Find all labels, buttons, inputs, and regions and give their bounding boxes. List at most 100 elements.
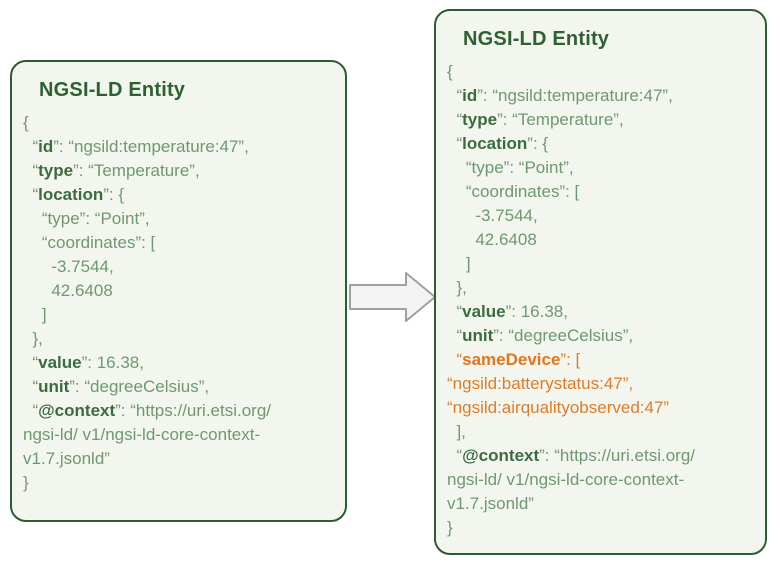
json-text: ] bbox=[23, 305, 47, 324]
json-text: “ngsild:batterystatus:47”, bbox=[447, 374, 634, 393]
json-code-block: { “id”: “ngsild:temperature:47”, “type”:… bbox=[447, 60, 755, 540]
json-text: “type”: “Point”, bbox=[23, 209, 150, 228]
json-text: 42.6408 bbox=[447, 230, 537, 249]
code-line: } bbox=[447, 516, 755, 540]
code-line: “sameDevice”: [ bbox=[447, 348, 755, 372]
json-key: location bbox=[462, 134, 528, 153]
code-line: v1.7.jsonld” bbox=[23, 447, 335, 471]
code-line: } bbox=[23, 471, 335, 495]
panel-title: NGSI-LD Entity bbox=[463, 28, 610, 50]
json-text: }, bbox=[447, 278, 467, 297]
json-text: “ bbox=[23, 353, 39, 372]
code-line: “unit”: “degreeCelsius”, bbox=[447, 324, 755, 348]
ngsi-ld-entity-card-right: NGSI-LD Entity { “id”: “ngsild:temperatu… bbox=[434, 9, 767, 555]
code-line: “ngsild:airqualityobserved:47” bbox=[447, 396, 755, 420]
code-line: -3.7544, bbox=[23, 255, 335, 279]
json-text: v1.7.jsonld” bbox=[447, 494, 534, 513]
json-key: value bbox=[462, 302, 506, 321]
json-key: value bbox=[38, 353, 82, 372]
json-text: “ bbox=[23, 377, 39, 396]
json-text: “ bbox=[447, 110, 463, 129]
json-text: ”: “ngsild:temperature:47”, bbox=[477, 86, 673, 105]
code-line: “value”: 16.38, bbox=[23, 351, 335, 375]
json-code-block: { “id”: “ngsild:temperature:47”, “type”:… bbox=[23, 111, 335, 495]
code-line: “unit”: “degreeCelsius”, bbox=[23, 375, 335, 399]
json-text: ”: “Temperature”, bbox=[73, 161, 200, 180]
json-text: v1.7.jsonld” bbox=[23, 449, 110, 468]
code-line: }, bbox=[447, 276, 755, 300]
json-text: ] bbox=[447, 254, 471, 273]
json-text: “ bbox=[23, 401, 39, 420]
code-line: “location”: { bbox=[23, 183, 335, 207]
json-text: -3.7544, bbox=[447, 206, 538, 225]
code-line: “type”: “Point”, bbox=[447, 156, 755, 180]
json-text: }, bbox=[23, 329, 43, 348]
json-key: @context bbox=[462, 446, 540, 465]
json-text: “coordinates”: [ bbox=[447, 182, 580, 201]
json-text: “ bbox=[447, 86, 463, 105]
panel-title: NGSI-LD Entity bbox=[39, 79, 186, 101]
code-line: “@context”: “https://uri.etsi.org/ bbox=[447, 444, 755, 468]
code-line: ngsi-ld/ v1/ngsi-ld-core-context- bbox=[23, 423, 335, 447]
code-line: “type”: “Temperature”, bbox=[447, 108, 755, 132]
json-text: ”: “degreeCelsius”, bbox=[493, 326, 634, 345]
json-key: type bbox=[462, 110, 498, 129]
json-text: ngsi-ld/ v1/ngsi-ld-core-context- bbox=[447, 470, 685, 489]
json-text: ”: [ bbox=[560, 350, 581, 369]
json-text: ”: 16.38, bbox=[505, 302, 568, 321]
json-text: ”: “Temperature”, bbox=[497, 110, 624, 129]
json-text: ”: “degreeCelsius”, bbox=[69, 377, 210, 396]
code-line: “location”: { bbox=[447, 132, 755, 156]
transform-arrow-icon bbox=[349, 271, 437, 323]
code-line: 42.6408 bbox=[447, 228, 755, 252]
json-text: ”: { bbox=[527, 134, 549, 153]
code-line: “value”: 16.38, bbox=[447, 300, 755, 324]
json-text: “ bbox=[23, 137, 39, 156]
code-line: ] bbox=[23, 303, 335, 327]
code-line: “ngsild:batterystatus:47”, bbox=[447, 372, 755, 396]
code-line: ngsi-ld/ v1/ngsi-ld-core-context- bbox=[447, 468, 755, 492]
json-text: ”: “https://uri.etsi.org/ bbox=[115, 401, 272, 420]
json-text: { bbox=[23, 113, 29, 132]
json-text: “ bbox=[23, 161, 39, 180]
code-line: 42.6408 bbox=[23, 279, 335, 303]
json-text: “ bbox=[447, 302, 463, 321]
code-line: -3.7544, bbox=[447, 204, 755, 228]
json-text: 42.6408 bbox=[23, 281, 113, 300]
json-text: ”: “ngsild:temperature:47”, bbox=[53, 137, 249, 156]
code-line: “id”: “ngsild:temperature:47”, bbox=[23, 135, 335, 159]
json-key: unit bbox=[462, 326, 494, 345]
json-text: ”: { bbox=[103, 185, 125, 204]
json-text: “ngsild:airqualityobserved:47” bbox=[447, 398, 670, 417]
json-key: id bbox=[38, 137, 54, 156]
json-text: } bbox=[447, 518, 453, 537]
code-line: “@context”: “https://uri.etsi.org/ bbox=[23, 399, 335, 423]
code-line: “type”: “Point”, bbox=[23, 207, 335, 231]
ngsi-ld-entity-card-left: NGSI-LD Entity { “id”: “ngsild:temperatu… bbox=[10, 60, 347, 522]
code-line: “coordinates”: [ bbox=[447, 180, 755, 204]
json-text: ngsi-ld/ v1/ngsi-ld-core-context- bbox=[23, 425, 261, 444]
json-text: { bbox=[447, 62, 453, 81]
json-key: @context bbox=[38, 401, 116, 420]
code-line: }, bbox=[23, 327, 335, 351]
code-line: v1.7.jsonld” bbox=[447, 492, 755, 516]
json-text: “ bbox=[447, 350, 463, 369]
json-text: “ bbox=[447, 446, 463, 465]
json-text: ”: “https://uri.etsi.org/ bbox=[539, 446, 696, 465]
code-line: { bbox=[447, 60, 755, 84]
json-text: “ bbox=[447, 134, 463, 153]
json-key: unit bbox=[38, 377, 70, 396]
code-line: ] bbox=[447, 252, 755, 276]
code-line: { bbox=[23, 111, 335, 135]
json-text: “coordinates”: [ bbox=[23, 233, 156, 252]
code-line: “type”: “Temperature”, bbox=[23, 159, 335, 183]
code-line: “id”: “ngsild:temperature:47”, bbox=[447, 84, 755, 108]
json-text: “type”: “Point”, bbox=[447, 158, 574, 177]
json-key: location bbox=[38, 185, 104, 204]
json-key: sameDevice bbox=[462, 350, 561, 369]
code-line: ], bbox=[447, 420, 755, 444]
json-key: type bbox=[38, 161, 74, 180]
json-text: ”: 16.38, bbox=[81, 353, 144, 372]
json-key: id bbox=[462, 86, 478, 105]
json-text: “ bbox=[23, 185, 39, 204]
